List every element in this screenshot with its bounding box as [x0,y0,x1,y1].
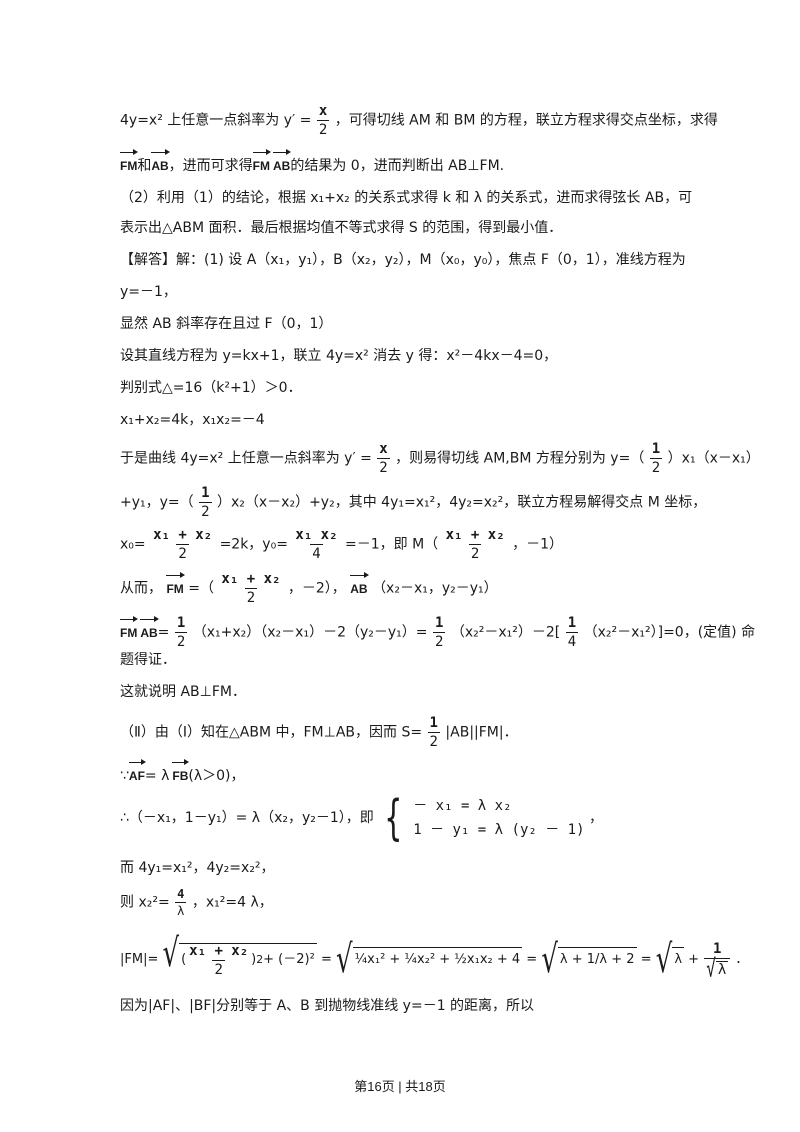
text-line: 题得证． [120,652,176,668]
brace-icon: { [384,790,403,846]
text-line: 表示出△ABM 面积．最后根据均值不等式求得 S 的范围，得到最小值． [120,220,563,236]
page-footer: 第16页 | 共18页 [354,1079,446,1094]
text-line: y=－1， [120,284,177,300]
text-line: 判别式△=16（k²+1）＞0． [120,380,302,396]
radical-sign-icon: √ [706,954,716,983]
vector-fm: FM [166,571,186,599]
vector-fm: FM [120,615,139,643]
text-line: 显然 AB 斜率存在且过 F（0，1） [120,316,333,332]
radical-sign-icon: √ [541,937,558,982]
vector-ab: AB [140,615,160,643]
text: ，可得切线 AM 和 BM 的方程，联立方程求得交点坐标，求得 [334,112,718,129]
text-line: 因为|AF|、|BF|分别等于 A、B 到抛物线准线 y=－1 的距离，所以 [120,998,535,1014]
text-line: （2）利用（1）的结论，根据 x₁+x₂ 的关系式求得 k 和 λ 的关系式，进… [120,190,693,206]
radical-sign-icon: √ [335,937,353,982]
vector-ab: AB [350,571,369,599]
radical: √ ¼x₁² + ¼x₂² + ½x₁x₂ + 4 [335,937,523,982]
text-line: x₁+x₂=4k，x₁x₂=－4 [120,412,265,428]
text-line: 设其直线方程为 y=kx+1，联立 4y=x² 消去 y 得：x²－4kx－4=… [120,348,558,364]
text-line: 这就说明 AB⊥FM． [120,684,246,700]
vector-ab: AB [273,149,292,176]
text: 4y=x² 上任意一点斜率为 y′ = [120,112,312,129]
equation-system: － x₁ = λ x₂ 1 － y₁ = λ (y₂ － 1) [413,798,585,838]
text-line: 【解答】解：(1) 设 A（x₁，y₁），B（x₂，y₂），M（x₀，y₀），焦… [120,252,686,268]
radical: √ λ + 1/λ + 2 [541,937,637,982]
radical-sign-icon: √ [655,937,673,982]
vector-ab: AB [151,149,171,176]
vector-fm: FM [120,149,139,176]
fraction: 1√λ [704,942,731,983]
vector-af: AF [128,759,146,786]
radical: √ λ [655,937,685,982]
text-line: ∴（－x₁，1－y₁）= λ（x₂，y₂－1），即 { － x₁ = λ x₂ … [120,790,603,846]
vector-fm: FM [252,149,272,176]
text-line: 而 4y₁=x₁²，4y₂=x₂²， [120,860,275,876]
radical: √λ [706,954,729,983]
vector-fb: FB [172,759,190,786]
radical-sign-icon: √ [162,931,180,976]
